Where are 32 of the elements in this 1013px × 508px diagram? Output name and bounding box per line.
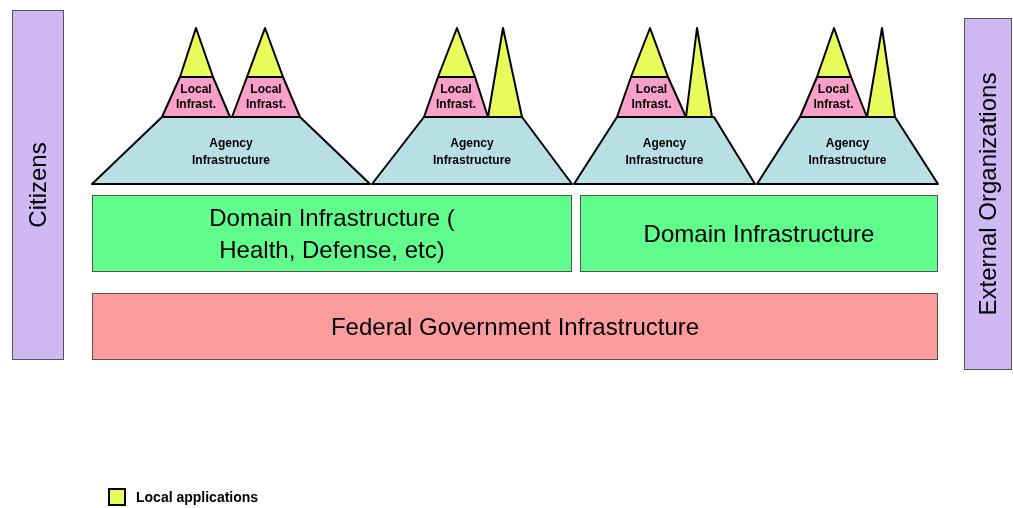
agency-label: Agency Infrastructure [624, 135, 705, 169]
side-band [12, 10, 64, 360]
domain-label: Domain Infrastructure [643, 218, 875, 249]
agency-trapezoid [372, 117, 572, 184]
local-label: Local Infrast. [630, 82, 673, 112]
local-label: Local Infrast. [435, 82, 477, 112]
federal-box [92, 293, 938, 360]
application-triangle [247, 28, 283, 77]
legend-label: Local applications [136, 488, 259, 506]
agency-trapezoid [757, 117, 938, 184]
domain-box [92, 195, 572, 272]
agency-label: Agency Infrastructure [191, 135, 271, 169]
application-triangle [631, 28, 668, 77]
local-label: Local Infrast. [175, 82, 217, 112]
application-triangle [438, 28, 475, 77]
agency-label: Agency Infrastructure [807, 135, 888, 169]
application-triangle [488, 28, 522, 117]
agency-trapezoid [574, 117, 755, 184]
side-label: External Organizations [974, 72, 1002, 316]
domain-label: Domain Infrastructure ( Health, Defense, etc) [208, 202, 456, 265]
application-triangle [686, 28, 712, 117]
agency-trapezoid [92, 117, 370, 184]
application-triangle [180, 28, 213, 77]
domain-box [580, 195, 938, 272]
application-triangle [817, 28, 851, 77]
local-label: Local Infrast. [812, 82, 855, 112]
side-band [964, 18, 1012, 370]
local-label: Local Infrast. [245, 82, 287, 112]
agency-label: Agency Infrastructure [432, 135, 512, 169]
application-triangle [867, 28, 895, 117]
side-label: Citizens [24, 142, 52, 228]
federal-label: Federal Government Infrastructure [330, 311, 700, 342]
